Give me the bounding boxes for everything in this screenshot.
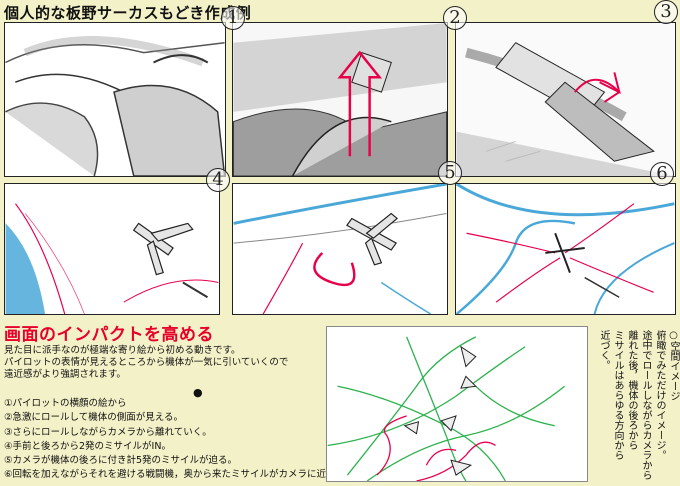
description-line: パイロットの表情が見えるところから機体が一気に引いていくので	[4, 357, 289, 368]
panel-number-3: 3	[654, 0, 678, 24]
step-item: ①パイロットの横顔の絵から	[4, 398, 127, 409]
steps-list: ①パイロットの横顔の絵から ②急激にロールして機体の側面が見える。 ③さらにロー…	[4, 397, 349, 483]
space-overview-sketch	[326, 326, 588, 482]
panel-5-sketch	[456, 184, 675, 314]
step-item: ②急激にロールして機体の側面が見える。	[4, 412, 183, 424]
storyboard-panel-1	[232, 22, 448, 177]
space-note-line: ○空間イメージ	[668, 330, 679, 401]
panel-number-2: 2	[443, 6, 467, 30]
arrow-icon	[337, 50, 383, 157]
description: 見た目に派手なのが極端な寄り絵から初める動きです。 パイロットの表情が見えるとこ…	[4, 345, 319, 381]
space-note-line: 離れた後，機体の後ろから	[626, 330, 637, 450]
description-line: 見た目に派手なのが極端な寄り絵から初める動きです。	[4, 345, 241, 356]
storyboard-panel-0	[4, 22, 226, 177]
step-item: ③さらにロールしながらカメラから離れていく。	[4, 426, 212, 438]
step-item: ⑥回転を加えながらそれを避ける戦闘機，奥から来たミサイルがカメラに近づく	[4, 469, 346, 481]
storyboard-panel-5	[455, 183, 676, 315]
panel-0-sketch	[5, 35, 225, 176]
description-line: 遠近感がより強調されます。	[4, 369, 126, 380]
headline: 画面のインパクトを高める	[4, 325, 214, 345]
panel-number-1: 1	[221, 6, 245, 30]
rotation-arrow-icon	[313, 252, 356, 287]
panel-4-sketch	[233, 184, 447, 314]
storyboard-panel-2	[455, 22, 676, 177]
panel-number-6: 6	[650, 162, 674, 186]
space-note-line: 俯瞰でみただけのイメージ。	[654, 330, 665, 460]
panel-number-5: 5	[438, 161, 462, 185]
storyboard-panel-4	[232, 183, 448, 315]
panel-1-sketch	[233, 23, 447, 176]
page-title: 個人的な板野サーカスもどき作成例	[4, 4, 252, 22]
space-note-line: 途中でロールしながらカメラから	[640, 330, 651, 480]
space-note: ○空間イメージ 俯瞰でみただけのイメージ。 途中でロールしながらカメラから 離れ…	[596, 330, 680, 480]
panel-3-sketch	[5, 203, 219, 314]
panel-number-4: 4	[206, 168, 230, 192]
space-note-line: 近づく。	[598, 330, 609, 370]
panel-2-sketch	[456, 23, 675, 176]
overview-drawing	[327, 336, 566, 482]
storyboard-panel-3	[4, 183, 220, 315]
step-item: ④手前と後ろから2発のミサイルがIN。	[4, 440, 171, 452]
bullet-dot: ●	[193, 386, 203, 399]
step-item: ⑤カメラが機体の後ろに付き計5発のミサイルが迫る。	[4, 455, 238, 467]
space-note-line: ミサイルはあらゆる方向から	[612, 330, 623, 460]
